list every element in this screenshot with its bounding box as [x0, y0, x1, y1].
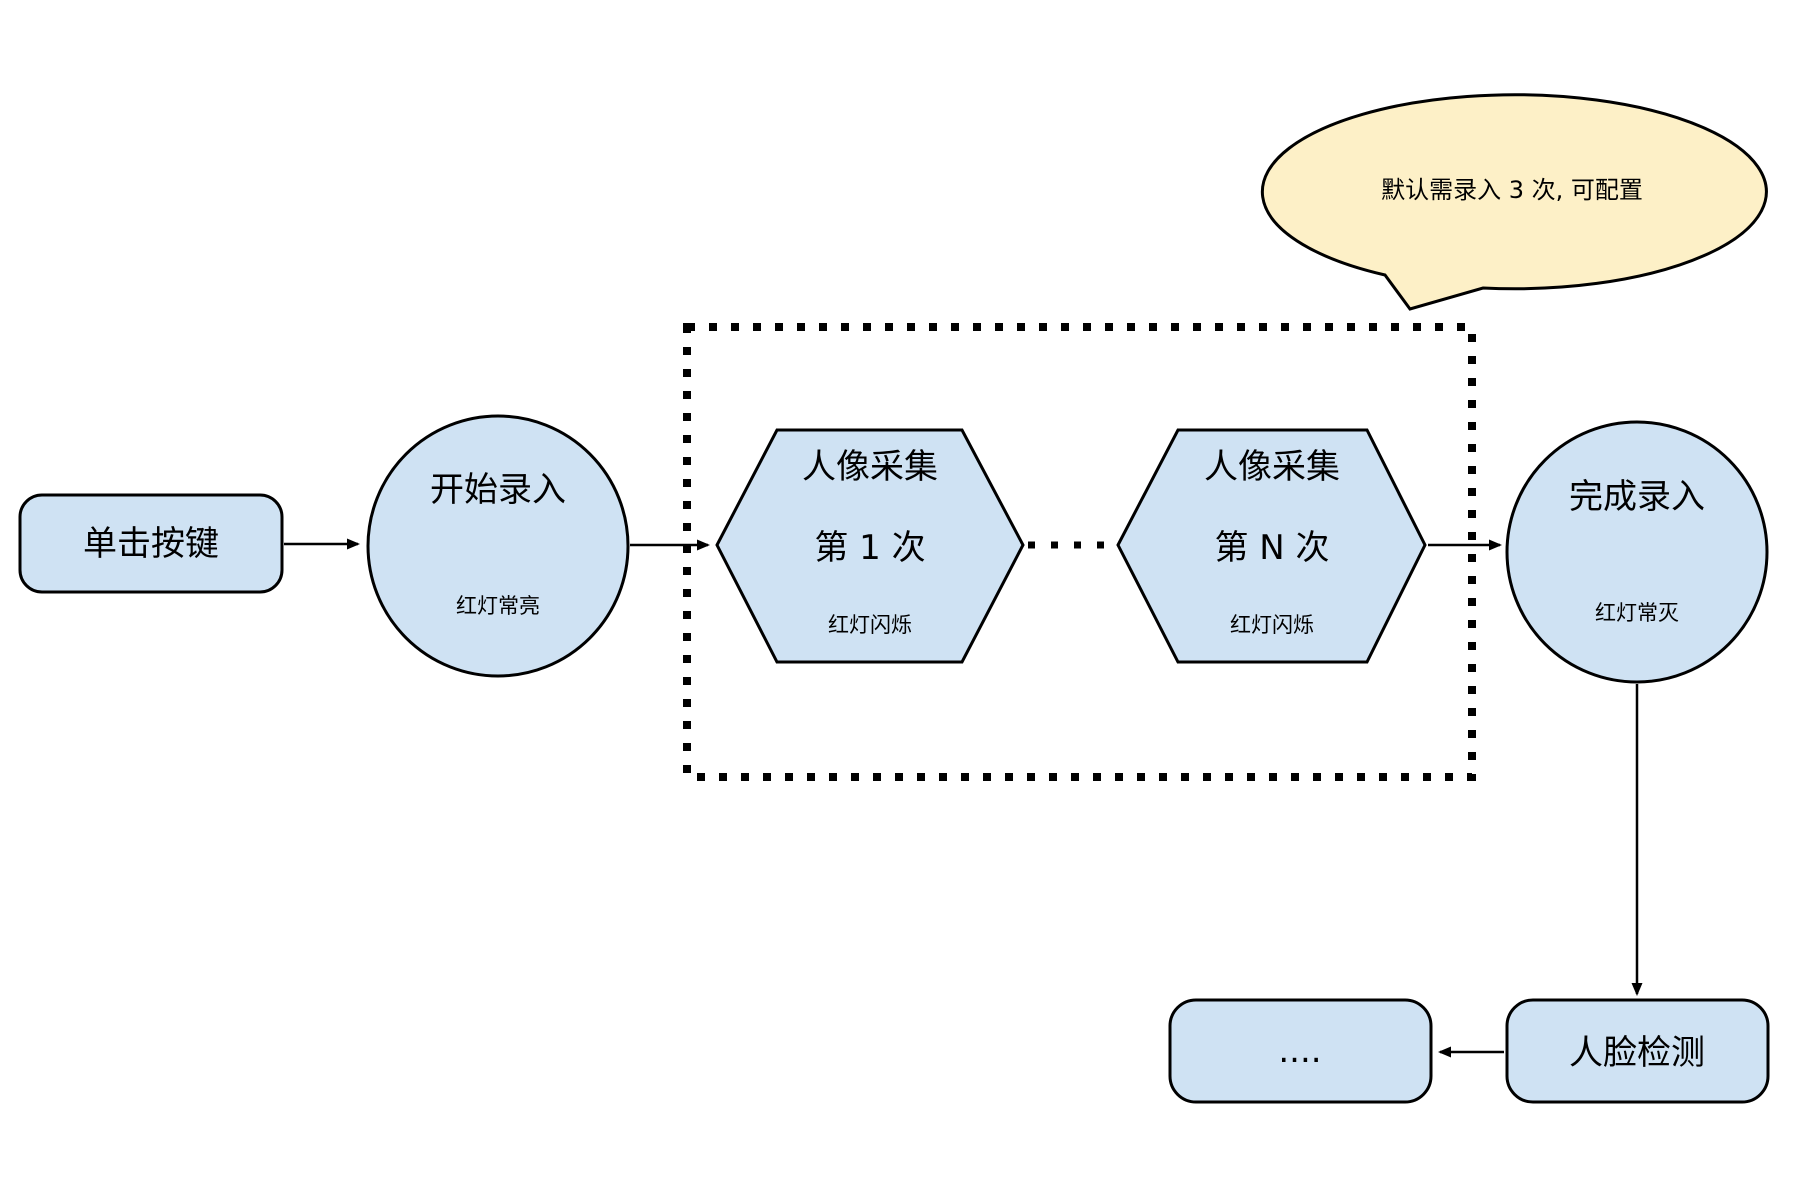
- node-capture-first-line2: 第 1 次: [814, 528, 925, 568]
- node-capture-nth-line2: 第 N 次: [1214, 528, 1329, 568]
- node-click-key-label: 单击按键: [83, 524, 219, 564]
- node-capture-nth-hexagon: [1116, 428, 1427, 664]
- node-start-record-circle: [366, 414, 630, 678]
- callout-text: 默认需录入 3 次, 可配置: [1381, 176, 1643, 204]
- node-click-key-box: [18, 493, 284, 594]
- node-start-record-label: 开始录入: [430, 470, 566, 510]
- node-capture-first-hexagon: [715, 428, 1025, 664]
- node-face-detection-box: [1505, 998, 1770, 1104]
- callout-bubble: [1260, 93, 1768, 311]
- node-capture-nth-status: 红灯闪烁: [1230, 613, 1314, 637]
- node-ellipsis-label: ....: [1278, 1031, 1321, 1071]
- node-finish-record-status: 红灯常灭: [1595, 601, 1679, 625]
- node-capture-nth-line1: 人像采集: [1204, 447, 1340, 487]
- node-ellipsis-box: [1168, 998, 1433, 1104]
- loop-boundary-dotted-rect: [683, 323, 1476, 781]
- node-finish-record-circle: [1505, 420, 1769, 684]
- node-face-detection-label: 人脸检测: [1569, 1033, 1705, 1073]
- node-finish-record-label: 完成录入: [1569, 477, 1705, 517]
- node-capture-first-status: 红灯闪烁: [828, 613, 912, 637]
- node-start-record-status: 红灯常亮: [456, 594, 540, 618]
- node-capture-first-line1: 人像采集: [802, 447, 938, 487]
